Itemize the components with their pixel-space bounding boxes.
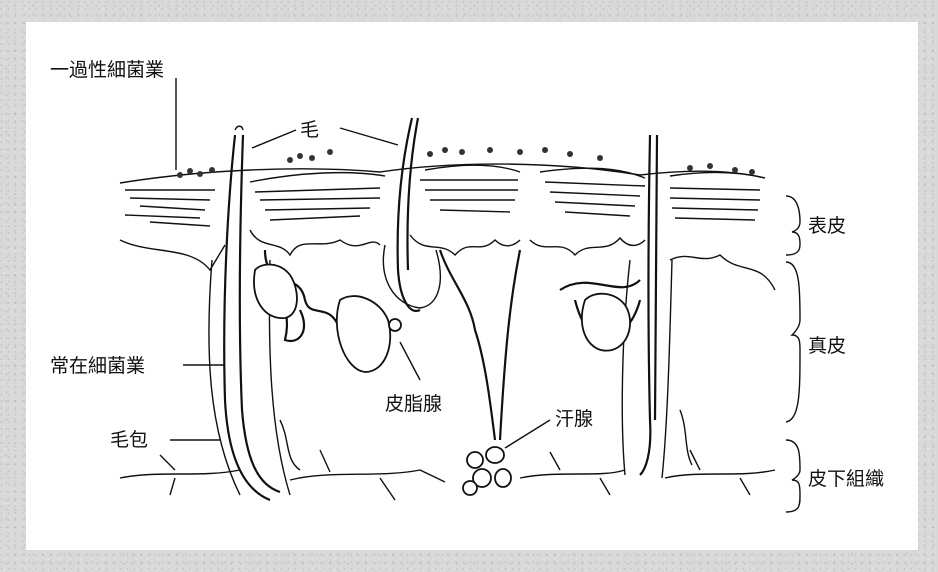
label-resident-bacteria: 常在細菌業 [50, 355, 145, 377]
label-sebaceous-gland: 皮脂腺 [385, 393, 442, 415]
label-hair-follicle: 毛包 [110, 429, 148, 451]
hair-right [622, 135, 672, 478]
label-subcutaneous-tissue: 皮下組織 [808, 468, 884, 490]
surface-bacteria [177, 147, 755, 178]
label-sweat-gland: 汗腺 [555, 408, 593, 430]
label-epidermis: 表皮 [808, 215, 846, 237]
subcutaneous-vessels [120, 410, 775, 500]
epidermis-layer [120, 164, 775, 290]
sweat-gland-coil [463, 447, 511, 495]
label-transient-bacteria: 一過性細菌業 [50, 59, 164, 81]
hair-center [383, 118, 440, 311]
label-dermis: 真皮 [808, 335, 846, 357]
sebaceous-gland-right [582, 294, 630, 351]
sebaceous-gland-left [254, 265, 401, 372]
label-hair: 毛 [300, 119, 319, 141]
